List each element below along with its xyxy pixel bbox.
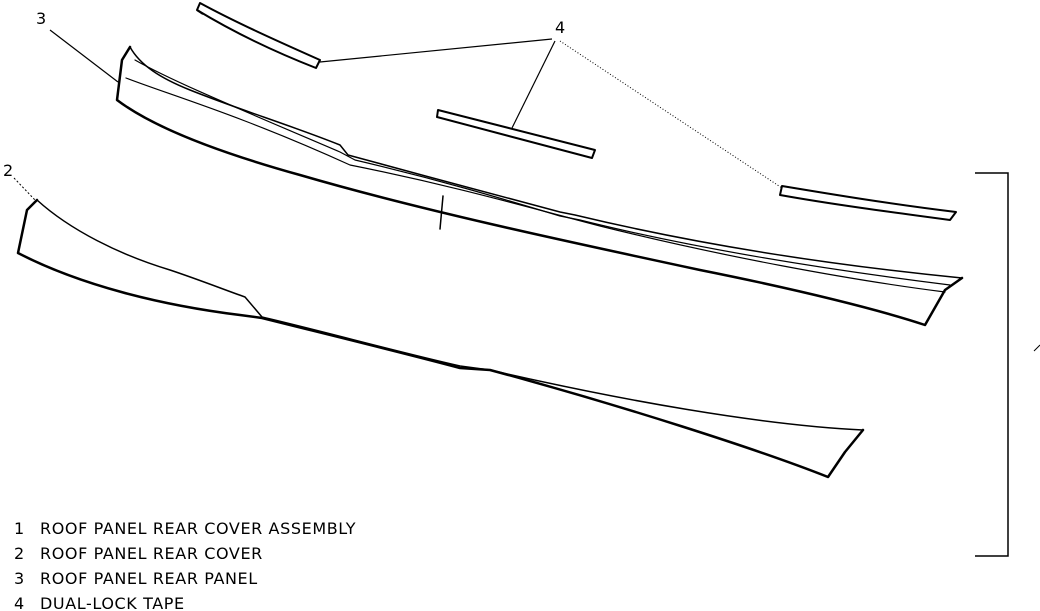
- legend-label: DUAL-LOCK TAPE: [40, 594, 185, 611]
- assembly-bracket-tick: [1033, 344, 1040, 352]
- legend-label: ROOF PANEL REAR PANEL: [40, 569, 258, 588]
- legend-label: ROOF PANEL REAR COVER: [40, 544, 263, 563]
- dual-lock-tape-strip-right: [779, 185, 957, 221]
- callout-number-4: 4: [555, 18, 565, 37]
- leader-part-4-left: [319, 38, 553, 63]
- legend-number: 1: [14, 519, 25, 538]
- legend-number: 2: [14, 544, 25, 563]
- legend-item-tape: 4 DUAL-LOCK TAPE: [14, 591, 356, 611]
- dual-lock-tape-strip-left: [196, 2, 321, 69]
- legend-number: 3: [14, 569, 25, 588]
- callout-number-2: 2: [3, 161, 13, 180]
- assembly-bracket: [975, 172, 1009, 557]
- leader-part-4-right: [559, 40, 783, 189]
- dual-lock-tape-strip-middle: [436, 109, 596, 159]
- callout-number-3: 3: [36, 9, 46, 28]
- legend-number: 4: [14, 594, 25, 611]
- legend-item-cover: 2 ROOF PANEL REAR COVER: [14, 541, 356, 566]
- roof-panel-rear-panel: [115, 45, 964, 327]
- leader-part-4-middle: [511, 40, 556, 129]
- legend-item-assembly: 1 ROOF PANEL REAR COVER ASSEMBLY: [14, 516, 356, 541]
- legend-item-panel: 3 ROOF PANEL REAR PANEL: [14, 566, 356, 591]
- callout-leaders: [13, 29, 783, 201]
- leader-part-2: [13, 177, 36, 201]
- legend-label: ROOF PANEL REAR COVER ASSEMBLY: [40, 519, 357, 538]
- leader-part-3: [49, 29, 119, 83]
- roof-panel-rear-cover: [16, 198, 865, 479]
